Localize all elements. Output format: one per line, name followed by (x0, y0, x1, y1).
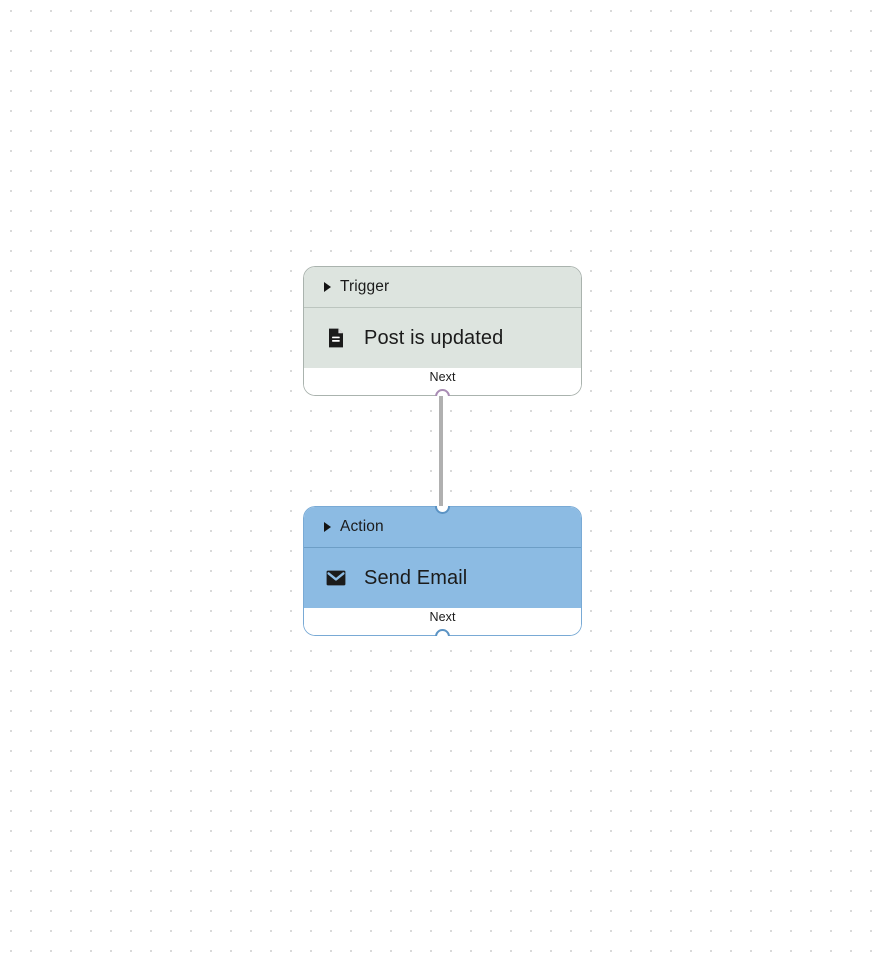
document-icon (329, 328, 343, 348)
node-action-body[interactable]: Send Email (304, 548, 581, 608)
node-action-footer-label: Next (429, 610, 456, 624)
node-action-header[interactable]: Action (304, 507, 581, 547)
node-action-header-label: Action (340, 518, 384, 535)
node-trigger-frame: Trigger Post is updated Next (303, 266, 582, 396)
node-trigger-header-label: Trigger (340, 278, 390, 295)
caret-right-icon[interactable] (324, 282, 331, 292)
caret-right-icon[interactable] (324, 522, 331, 532)
node-action-frame: Action Send Email Next (303, 506, 582, 636)
node-trigger-output-port[interactable] (435, 388, 450, 396)
node-trigger-title: Post is updated (364, 326, 504, 349)
node-trigger-body[interactable]: Post is updated (304, 308, 581, 368)
node-action-divider (304, 547, 581, 548)
node-trigger-divider (304, 307, 581, 308)
envelope-icon (326, 570, 346, 586)
node-action-input-port[interactable] (435, 506, 450, 514)
node-action-title: Send Email (364, 566, 468, 589)
node-trigger[interactable]: Trigger Post is updated Next (303, 266, 582, 396)
node-trigger-footer-label: Next (429, 370, 456, 384)
node-action-output-port[interactable] (435, 628, 450, 636)
node-action[interactable]: Action Send Email Next (303, 506, 582, 636)
node-trigger-header[interactable]: Trigger (304, 267, 581, 307)
